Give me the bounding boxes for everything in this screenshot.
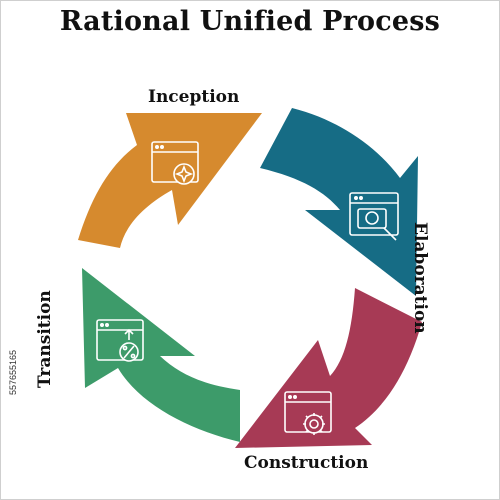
browser-gear-icon — [284, 391, 332, 435]
elaboration-arrow — [260, 108, 418, 296]
browser-percent-icon — [96, 319, 144, 362]
stock-id: 557655165 — [8, 349, 18, 395]
label-elaboration: Elaboration — [410, 222, 430, 334]
label-inception: Inception — [148, 87, 240, 107]
label-construction: Construction — [244, 453, 369, 473]
construction-arrow — [235, 288, 422, 448]
diagram-title: Rational Unified Process — [59, 6, 441, 37]
inception-arrow — [78, 113, 262, 248]
browser-camera-icon — [349, 192, 399, 241]
browser-sparkle-icon — [151, 141, 199, 185]
label-transition: Transition — [35, 290, 55, 388]
transition-arrow — [82, 268, 240, 442]
